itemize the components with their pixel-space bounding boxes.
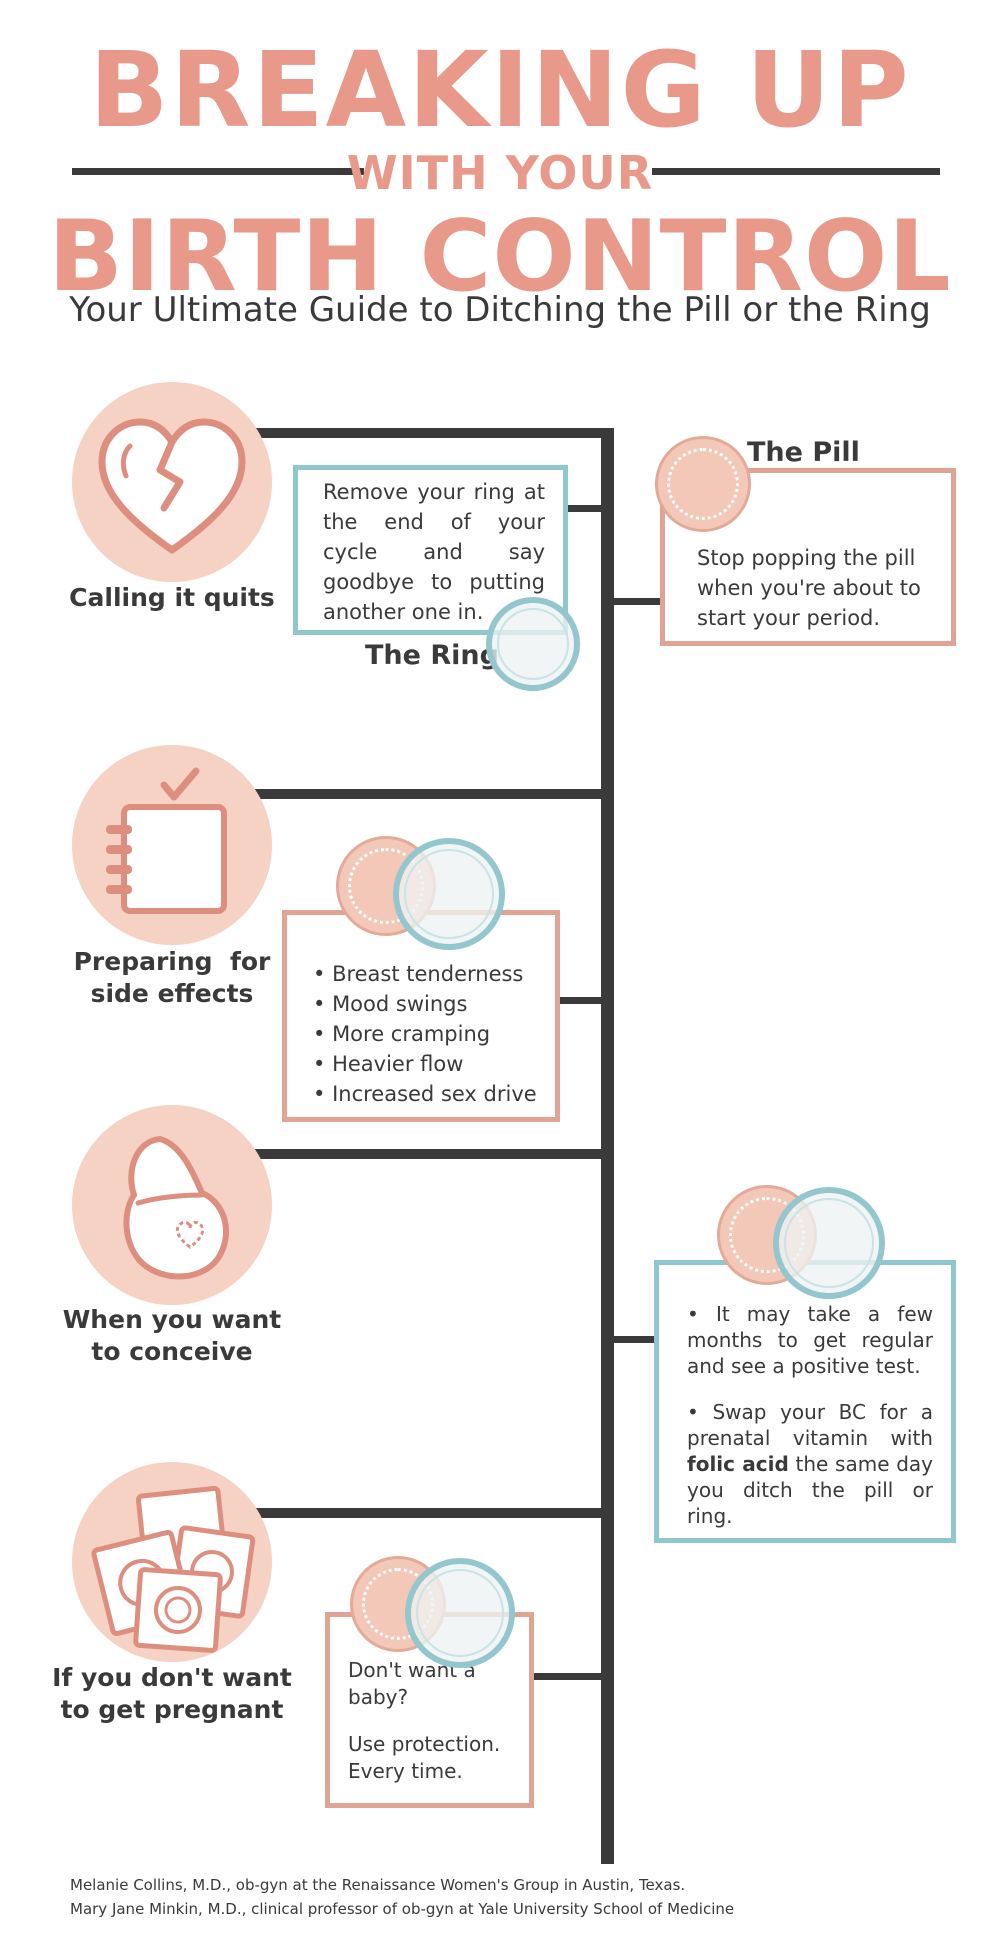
category-label-not-pregnant-line2: to get pregnant — [60, 1695, 284, 1724]
list-item: More cramping — [313, 1019, 545, 1049]
timeline-branch-ring — [568, 505, 608, 512]
vaginal-ring-icon — [773, 1187, 885, 1299]
pill-pack-icon — [655, 436, 751, 532]
category-label-conceive: When you want to conceive — [52, 1304, 292, 1368]
title-rule-left — [72, 168, 364, 175]
timeline-branch-side-effects — [255, 789, 614, 799]
list-item: Mood swings — [313, 989, 545, 1019]
credit-collins: Melanie Collins, M.D., ob-gyn at the Ren… — [70, 1876, 686, 1894]
category-label-not-pregnant-line1: If you don't want — [52, 1663, 292, 1692]
broken-heart-icon — [98, 418, 246, 554]
vaginal-ring-icon — [405, 1558, 515, 1668]
list-item: Heavier flow — [313, 1049, 545, 1079]
category-side-effects — [72, 745, 272, 945]
not-pregnant-text-1: Don't want a baby? — [348, 1658, 476, 1709]
ring-label: The Ring — [365, 640, 499, 671]
title-birth-control: BIRTH CONTROL — [48, 200, 952, 314]
category-conceive — [72, 1105, 272, 1305]
subtitle: Your Ultimate Guide to Ditching the Pill… — [69, 290, 931, 330]
title-with-your: WITH YOUR — [346, 146, 654, 200]
ring-quit-box: Remove your ring at the end of your cycl… — [293, 465, 568, 635]
timeline-branch-conceive — [255, 1149, 614, 1159]
category-label-side-effects: Preparing for side effects — [52, 946, 292, 1010]
timeline-branch-side-effects-box — [560, 997, 608, 1004]
category-label-conceive-line2: to conceive — [91, 1337, 253, 1366]
timeline-branch-conceive-box — [608, 1336, 660, 1343]
timeline-branch-pregnant-box — [534, 1673, 608, 1680]
category-label-calling-it-quits: Calling it quits — [69, 583, 275, 612]
title-breaking-up: BREAKING UP — [89, 29, 911, 151]
pregnant-belly-icon — [123, 1136, 230, 1280]
side-effects-box: Breast tenderness Mood swings More cramp… — [282, 910, 560, 1122]
category-calling-it-quits — [72, 382, 272, 582]
vaginal-ring-icon — [393, 838, 505, 950]
credit-minkin: Mary Jane Minkin, M.D., clinical profess… — [70, 1900, 735, 1918]
category-label-conceive-line1: When you want — [62, 1305, 282, 1334]
pill-quit-text: Stop popping the pill when you're about … — [697, 546, 921, 630]
category-not-pregnant — [72, 1462, 272, 1662]
conceive-box: • It may take a few months to get regula… — [654, 1260, 956, 1543]
ring-quit-text: Remove your ring at the end of your cycl… — [323, 480, 545, 624]
pill-label: The Pill — [747, 437, 860, 468]
conceive-tip-2: • Swap your BC for a prenatal vitamin wi… — [687, 1400, 934, 1528]
category-label-not-pregnant: If you don't want to get pregnant — [42, 1662, 302, 1726]
timeline-branch-quits — [255, 428, 614, 438]
category-label-side-effects-line1: Preparing for — [73, 947, 271, 976]
list-item: Increased sex drive — [313, 1079, 545, 1109]
title-rule-right — [652, 168, 940, 175]
category-label-side-effects-line2: side effects — [90, 979, 254, 1008]
timeline-spine — [601, 428, 614, 1864]
side-effects-list: Breast tenderness Mood swings More cramp… — [313, 959, 545, 1109]
pill-quit-box: Stop popping the pill when you're about … — [660, 468, 956, 646]
notepad-check-icon — [106, 767, 227, 914]
timeline-branch-pregnant — [255, 1508, 614, 1518]
condom-packets-icon — [91, 1485, 256, 1653]
not-pregnant-text-2: Use protection. Every time. — [348, 1732, 501, 1783]
list-item: Breast tenderness — [313, 959, 545, 989]
folic-acid-emphasis: folic acid — [687, 1452, 789, 1476]
conceive-tip-1: • It may take a few months to get regula… — [687, 1302, 933, 1378]
vaginal-ring-icon — [486, 597, 580, 691]
timeline-branch-pill — [608, 598, 660, 605]
